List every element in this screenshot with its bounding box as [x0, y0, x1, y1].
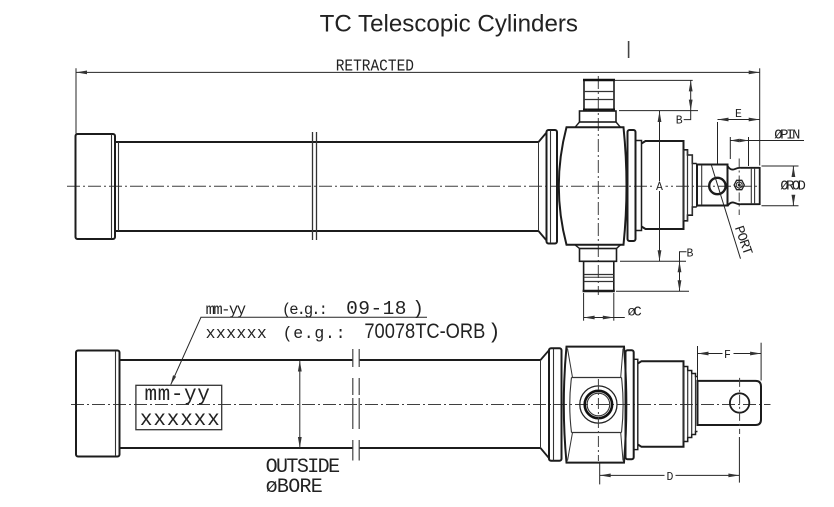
- svg-text:øC: øC: [628, 306, 642, 321]
- svg-text:(e.g.:: (e.g.:: [282, 301, 328, 319]
- svg-text:ØPIN: ØPIN: [774, 129, 800, 144]
- svg-text:xxxxxx: xxxxxx: [206, 324, 267, 343]
- svg-text:(e.g.:: (e.g.:: [283, 324, 346, 343]
- svg-text:D: D: [667, 471, 674, 484]
- svg-text:RETRACTED: RETRACTED: [336, 56, 414, 75]
- svg-text:øBORE: øBORE: [266, 476, 323, 499]
- svg-text:xxxxxx: xxxxxx: [140, 409, 220, 432]
- svg-text:70078TC-ORB: 70078TC-ORB: [364, 320, 485, 343]
- svg-text:): ): [412, 298, 424, 320]
- svg-text:OUTSIDE: OUTSIDE: [266, 456, 341, 479]
- svg-text:mm-yy: mm-yy: [206, 301, 246, 319]
- svg-text:mm-yy: mm-yy: [145, 384, 210, 407]
- svg-text:TC Telescopic Cylinders: TC Telescopic Cylinders: [320, 11, 578, 38]
- svg-text:B: B: [676, 115, 683, 128]
- svg-text:A: A: [656, 181, 663, 194]
- svg-text:PORT: PORT: [730, 224, 754, 257]
- svg-text:B: B: [687, 248, 694, 261]
- svg-text:09-18: 09-18: [346, 298, 406, 320]
- svg-text:F: F: [724, 349, 731, 362]
- svg-text:): ): [488, 322, 501, 345]
- svg-text:E: E: [735, 108, 742, 121]
- svg-text:ØROD: ØROD: [780, 180, 805, 195]
